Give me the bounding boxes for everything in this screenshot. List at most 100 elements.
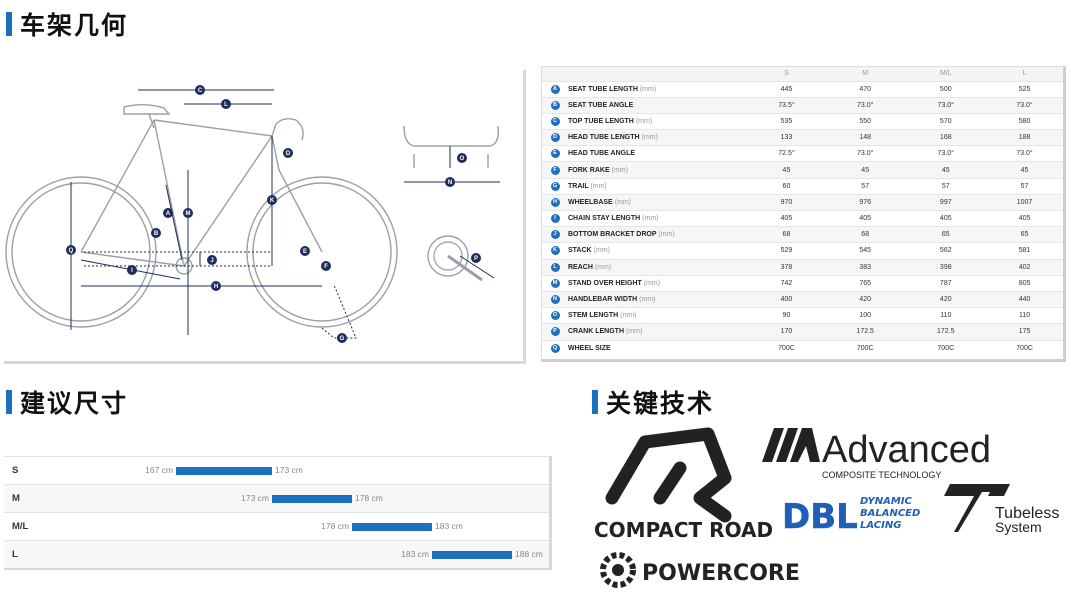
row-value-cell: 1007	[986, 193, 1063, 211]
row-unit: (mm)	[658, 231, 675, 239]
row-name: TOP TUBE LENGTH	[568, 117, 634, 125]
size-max-label: 183 cm	[435, 521, 463, 531]
row-unit: (mm)	[625, 328, 643, 336]
row-value-cell: 420	[905, 290, 987, 308]
row-value-cell: 529	[748, 242, 825, 260]
row-value-cell: 110	[905, 307, 987, 324]
row-name: STAND OVER HEIGHT	[568, 279, 642, 287]
section-title-text: 建议尺寸	[20, 389, 129, 418]
row-unit: (mm)	[614, 198, 632, 206]
row-name-cell: SEAT TUBE LENGTH (mm)	[568, 80, 748, 98]
row-value-cell: 970	[748, 193, 825, 211]
section-title-tech: 关键技术	[592, 384, 714, 420]
dim-label-h: H	[211, 281, 221, 291]
row-name: TRAIL	[568, 182, 589, 190]
row-value-cell: 525	[986, 80, 1063, 98]
row-name: SEAT TUBE ANGLE	[568, 101, 634, 109]
row-name: STACK	[568, 247, 592, 255]
size-min-label: 167 cm	[145, 465, 173, 475]
row-value-cell: 57	[905, 177, 987, 195]
tubeless-logo: Tubeless System	[944, 484, 1059, 535]
row-name: HEAD TUBE ANGLE	[568, 150, 636, 158]
bike-geometry-diagram: C L A B M D K E F J I H Q G O N P	[5, 85, 500, 343]
row-value-cell: 100	[824, 307, 906, 324]
dim-label-m: M	[183, 208, 193, 218]
row-unit: (mm)	[590, 182, 607, 190]
advanced-text: Advanced	[822, 429, 991, 471]
geometry-table-header: S M M/L L	[542, 67, 1063, 81]
row-name: SEAT TUBE LENGTH	[568, 85, 638, 93]
row-value-cell: 550	[824, 112, 906, 130]
row-value-cell: 700C	[986, 339, 1063, 357]
size-label: M	[12, 493, 20, 504]
row-unit: (mm)	[643, 279, 661, 287]
svg-text:D: D	[286, 151, 291, 157]
row-name: REACH	[568, 263, 593, 271]
size-max-label: 178 cm	[355, 493, 383, 503]
svg-text:I: I	[131, 268, 133, 274]
row-letter-cell: N	[542, 290, 568, 308]
row-value-cell: 787	[905, 274, 987, 292]
row-name: HEAD TUBE LENGTH	[568, 134, 640, 142]
row-value-cell: 976	[824, 193, 906, 211]
row-value-cell: 440	[986, 290, 1063, 308]
dim-label-e: E	[300, 246, 310, 256]
row-value-cell: 73.0°	[986, 145, 1063, 162]
row-unit: (mm)	[641, 134, 658, 142]
dbl-text: DBL	[782, 497, 858, 537]
powercore-text: POWERCORE	[642, 561, 800, 586]
svg-text:G: G	[340, 336, 345, 342]
row-name-cell: TRAIL (mm)	[568, 177, 748, 195]
row-name: WHEEL SIZE	[568, 344, 611, 352]
row-name-cell: SEAT TUBE ANGLE	[568, 96, 748, 114]
row-value-cell: 90	[748, 307, 825, 324]
row-value-cell: 188	[986, 129, 1063, 146]
row-letter-cell: C	[542, 112, 568, 130]
row-value-cell: 45	[986, 161, 1063, 179]
size-range-bar	[352, 523, 432, 531]
size-range-bar	[176, 467, 272, 475]
handlebar	[271, 117, 304, 141]
row-name: HANDLEBAR WIDTH	[568, 296, 638, 304]
dim-label-l: L	[221, 99, 231, 109]
row-letter-badge: Q	[550, 343, 560, 353]
row-value-cell: 405	[986, 209, 1063, 227]
size-min-label: 183 cm	[401, 549, 429, 559]
row-name-cell: WHEELBASE (mm)	[568, 193, 748, 211]
row-value-cell: 400	[748, 290, 825, 308]
row-value-cell: 580	[986, 112, 1063, 130]
row-value-cell: 398	[905, 258, 987, 276]
row-name-cell: HEAD TUBE LENGTH (mm)	[568, 129, 748, 146]
row-name-cell: HEAD TUBE ANGLE	[568, 145, 748, 162]
svg-text:O: O	[460, 156, 465, 162]
dim-label-n: N	[445, 177, 455, 187]
row-name-cell: TOP TUBE LENGTH (mm)	[568, 112, 748, 130]
svg-text:B: B	[154, 231, 159, 237]
advanced-subtext: COMPOSITE TECHNOLOGY	[822, 470, 941, 480]
row-name-cell: HANDLEBAR WIDTH (mm)	[568, 290, 748, 308]
row-value-cell: 73.0°	[905, 145, 987, 162]
row-value-cell: 405	[824, 209, 906, 227]
row-letter-badge: C	[550, 116, 560, 126]
svg-text:J: J	[210, 258, 213, 264]
row-name-cell: STEM LENGTH (mm)	[568, 307, 748, 324]
row-value-cell: 60	[748, 177, 825, 195]
header-letter	[542, 67, 568, 81]
row-letter-badge: F	[550, 165, 560, 175]
tubeless-text-2: System	[995, 519, 1042, 535]
row-value-cell: 148	[824, 129, 906, 146]
dim-label-f: F	[321, 261, 331, 271]
row-value-cell: 405	[748, 209, 825, 227]
svg-text:P: P	[474, 256, 478, 262]
row-letter-badge: K	[550, 246, 560, 256]
row-name: CHAIN STAY LENGTH	[568, 215, 641, 223]
svg-text:Q: Q	[69, 248, 74, 254]
